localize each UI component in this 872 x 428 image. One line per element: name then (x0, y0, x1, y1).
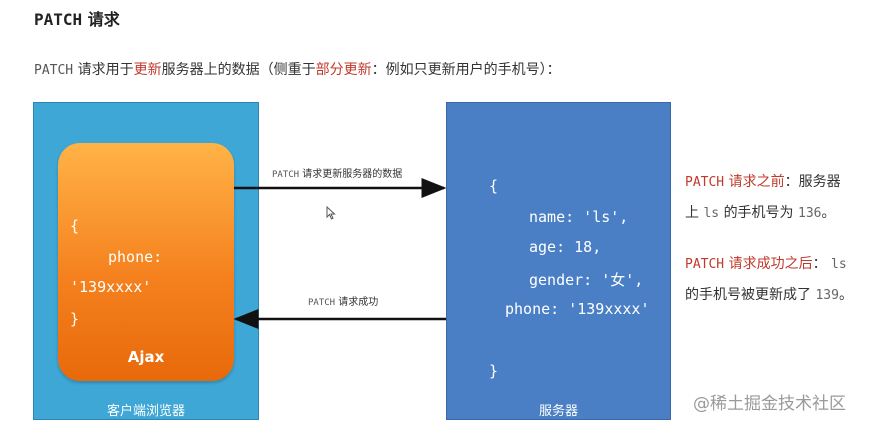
note-after-label: 请求成功之后 (728, 256, 813, 272)
server-code-line: name: 'ls', (529, 208, 629, 226)
watermark: @稀土掘金技术社区 (693, 394, 846, 414)
note-before: PATCH 请求之前：服务器 上 ls 的手机号为 136。 (685, 167, 841, 229)
title-text: 请求 (87, 10, 120, 29)
note-after: PATCH 请求成功之后： ls 的手机号被更新成了 139。 (685, 249, 853, 311)
note-before-phone: 136 (798, 206, 822, 221)
ajax-label: Ajax (127, 348, 165, 366)
response-arrow-label: PATCH 请求成功 (308, 293, 378, 308)
subtitle-part2: 服务器上的数据（侧重于 (161, 62, 316, 78)
note-after-t1: ： (812, 256, 827, 272)
title-method: PATCH (34, 10, 83, 29)
server-code-line: gender: '女', (529, 271, 644, 289)
ajax-code-line: { (70, 217, 80, 235)
client-browser-label: 客户端浏览器 (106, 404, 185, 419)
subtitle-part1: 请求用于 (77, 62, 134, 78)
server-code-line: } (489, 362, 499, 380)
server-code-line: age: 18, (529, 238, 602, 256)
note-after-t3: 。 (838, 287, 853, 303)
note-before-t4: 。 (821, 205, 836, 221)
server-box: { name: 'ls', age: 18, gender: '女', phon… (446, 102, 671, 420)
note-before-method: PATCH (685, 175, 725, 190)
server-code-line: { (489, 177, 499, 195)
subtitle: PATCH 请求用于更新服务器上的数据（侧重于部分更新：例如只更新用户的手机号）… (34, 59, 561, 79)
note-before-t3: 的手机号为 (723, 205, 794, 221)
note-after-phone: 139 (815, 288, 839, 303)
note-before-t1: ：服务器 (784, 174, 841, 190)
server-code-line: phone: '139xxxx' (505, 300, 650, 318)
response-text: 请求成功 (338, 297, 379, 308)
mouse-cursor-icon (326, 206, 336, 220)
note-before-label: 请求之前 (728, 174, 785, 190)
note-after-t2: 的手机号被更新成了 (685, 287, 811, 303)
request-arrow-label: PATCH 请求更新服务器的数据 (272, 165, 402, 180)
note-after-method: PATCH (685, 257, 725, 272)
ajax-code-line: } (70, 310, 80, 328)
ajax-code-line: '139xxxx' (70, 278, 152, 296)
request-text: 请求更新服务器的数据 (302, 169, 403, 180)
subtitle-highlight-partial-update: 部分更新 (315, 62, 372, 78)
request-method: PATCH (272, 170, 300, 180)
note-before-user: ls (703, 206, 720, 221)
ajax-box: { phone: '139xxxx' } Ajax (58, 143, 234, 381)
subtitle-highlight-update: 更新 (133, 62, 162, 78)
subtitle-method: PATCH (34, 63, 74, 78)
note-before-t2: 上 (685, 205, 699, 221)
page-title: PATCH 请求 (34, 6, 120, 30)
ajax-code-line: phone: (108, 248, 163, 266)
response-method: PATCH (308, 298, 336, 308)
server-label: 服务器 (538, 404, 578, 419)
subtitle-part3: ：例如只更新用户的手机号）： (371, 62, 561, 78)
note-after-user: ls (831, 257, 847, 272)
